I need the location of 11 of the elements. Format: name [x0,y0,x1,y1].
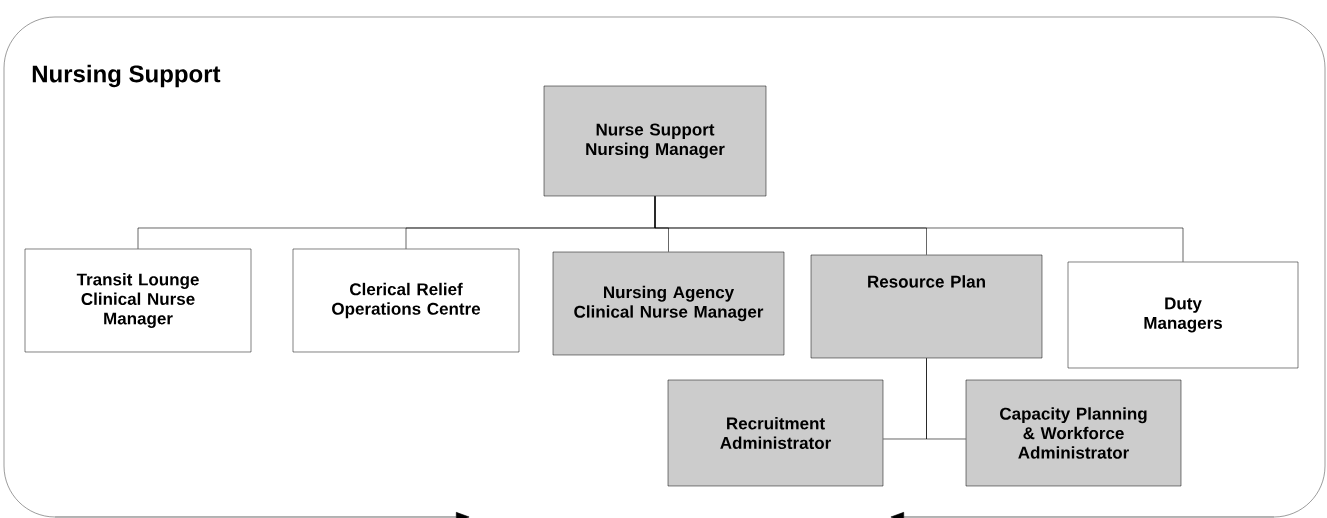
org-box: Duty Managers [1067,261,1299,369]
org-box: Transit Lounge Clinical Nurse Manager [24,248,252,353]
org-box: Nurse Support Nursing Manager [543,85,767,197]
org-box: Clerical Relief Operations Centre [292,248,520,353]
connector [654,195,1184,263]
org-box: Nursing Agency Clinical Nurse Manager [552,251,785,356]
org-box: Recruitment Administrator [667,379,884,487]
connector [926,357,967,440]
heading: Nursing Support [32,64,221,88]
org-box: Capacity Planning & Workforce Administrator [965,379,1182,487]
org-box: Resource Plan [810,254,1043,359]
